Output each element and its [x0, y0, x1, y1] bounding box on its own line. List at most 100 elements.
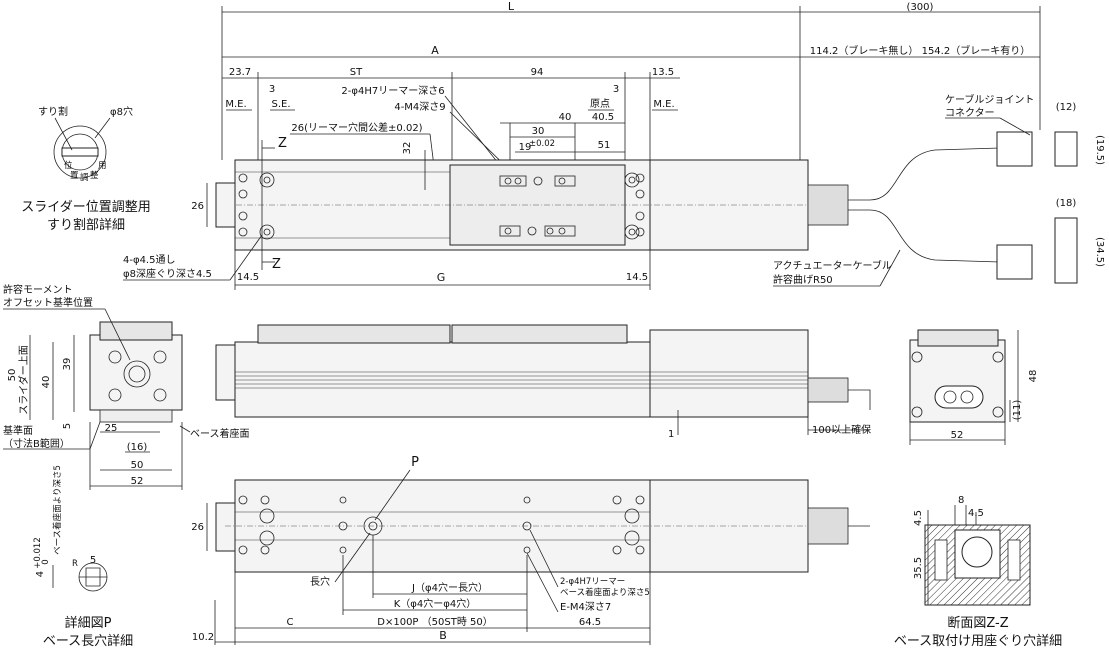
dim-12: (12) — [1056, 102, 1077, 113]
label-moment-2: オフセット基準位置 — [3, 296, 93, 309]
dim-A: A — [431, 44, 439, 57]
detail-p-title-1: 詳細図P — [65, 615, 112, 631]
dim-8: 8 — [958, 495, 964, 506]
slot-title-2: すり割部詳細 — [47, 217, 125, 233]
detail-p-title-2: ベース長穴詳細 — [43, 633, 133, 649]
dim-ST: ST — [350, 67, 363, 78]
label-P: P — [411, 455, 419, 470]
dim-52-left: 52 — [131, 476, 144, 487]
label-cable-joint-1: ケーブルジョイント — [945, 93, 1034, 106]
label-bottom-ream-2: ベース着座面より深さ5 — [560, 587, 650, 598]
dim-39: 39 — [62, 358, 73, 371]
dim-50-horizontal: 50 — [131, 460, 144, 471]
dim-19: 19 — [519, 142, 532, 153]
label-long-hole: 長穴 — [310, 575, 330, 588]
label-me-left: M.E. — [225, 99, 246, 110]
dim-30: 30 — [532, 126, 545, 137]
dim-3-right: 3 — [613, 84, 619, 95]
dim-brake: 114.2（ブレーキ無し） 154.2（ブレーキ有り） — [810, 44, 1030, 57]
dim-4-5-horizontal: 4.5 — [968, 508, 984, 519]
dim-14-5-left: 14.5 — [237, 272, 259, 283]
dim-J: J（φ4穴ー長穴） — [411, 581, 488, 594]
dim-40-vertical: 40 — [41, 376, 52, 389]
dim-16: (16) — [127, 442, 148, 453]
dim-DxP: D×100P （50ST時 50） — [377, 616, 492, 628]
label-actuator-cable-1: アクチュエーターケーブル — [773, 259, 892, 272]
dim-1: 1 — [668, 429, 674, 440]
dim-51: 51 — [598, 140, 611, 151]
dim-94: 94 — [531, 67, 544, 78]
detail-p-tol0: 0 — [41, 559, 51, 564]
dim-13-5: 13.5 — [652, 67, 674, 78]
dim-40-5: 40.5 — [592, 112, 614, 123]
dim-300: (300) — [907, 2, 934, 13]
cable-top — [807, 131, 1078, 284]
dim-4-5-vertical: 4.5 — [913, 510, 924, 526]
label-actuator-cable-2: 許容曲げR50 — [773, 273, 833, 286]
section-zz: 8 4.5 4.5 35.5 断面図Z-Z ベース取付け用座ぐり穴詳細 — [894, 495, 1062, 649]
dim-K: K（φ4穴ーφ4穴） — [394, 597, 476, 610]
label-moment-1: 許容モーメント — [3, 283, 73, 296]
label-me-right: M.E. — [653, 99, 674, 110]
dim-L: L — [508, 0, 515, 13]
detail-p-dim-4: 4 — [35, 571, 46, 577]
dim-100-min: 100以上確保 — [812, 423, 871, 436]
dim-14-5-right: 14.5 — [626, 272, 648, 283]
screw-holes-top — [238, 172, 645, 240]
side-view: 100以上確保 1 — [215, 324, 871, 440]
section-z-top: Z — [278, 136, 287, 151]
detail-p-tol: +0.012 — [33, 537, 43, 568]
dim-52-right: 52 — [951, 430, 964, 441]
bottom-view: P 26 長穴 J（φ4穴ー長穴） K（φ4穴ーφ4穴） 2-φ4H7リーマー … — [191, 455, 870, 645]
section-title-1: 断面図Z-Z — [947, 616, 1008, 631]
dim-34-5: (34.5) — [1094, 237, 1105, 267]
dim-50-vertical: 50 — [7, 369, 18, 382]
dim-64-5: 64.5 — [579, 617, 601, 628]
label-cable-joint-2: コネクター — [945, 107, 995, 119]
dim-48: 48 — [1028, 370, 1039, 383]
top-view: Z Z 26 32 4-φ4.5通し φ8深座ぐり深さ4.5 14.5 G 14… — [123, 93, 1105, 290]
label-hole-top: 2-φ4H7リーマー深さ6 — [341, 85, 444, 97]
detail-p-radius: R — [72, 559, 78, 569]
slot-title-1: スライダー位置調整用 — [21, 200, 150, 215]
label-k-chi: 置 — [70, 171, 79, 181]
label-k-cho: 調 — [80, 172, 89, 183]
label-m4-top: 4-M4深さ9 — [394, 101, 445, 113]
dim-32: 32 — [402, 142, 413, 155]
dim-18: (18) — [1056, 198, 1077, 209]
dim-26-left: 26 — [191, 201, 204, 212]
label-hole-4-5: 4-φ4.5通し — [123, 254, 175, 266]
end-view-left: 許容モーメント オフセット基準位置 50 スライダー上面 40 39 5 基準面… — [3, 283, 250, 490]
label-origin: 原点 — [590, 98, 610, 110]
label-base-ref-1: 基準面 — [3, 424, 33, 437]
dim-23-7: 23.7 — [229, 67, 251, 78]
label-base-face: ベース着座面 — [190, 427, 250, 440]
dim-35-5: 35.5 — [913, 557, 924, 579]
label-base-ref-2: （寸法B範囲） — [3, 437, 70, 450]
dim-3-left: 3 — [269, 84, 275, 95]
label-bottom-ream-1: 2-φ4H7リーマー — [560, 577, 625, 587]
label-se: S.E. — [271, 99, 290, 110]
dim-C: C — [287, 617, 294, 628]
dim-tol-002: ±0.02 — [529, 139, 555, 149]
dim-G: G — [437, 271, 446, 284]
dim-B: B — [439, 629, 447, 642]
dim-40: 40 — [559, 112, 572, 123]
dim-19-5: (19.5) — [1094, 135, 1105, 165]
label-hole-8: φ8穴 — [110, 105, 133, 118]
section-title-2: ベース取付け用座ぐり穴詳細 — [894, 633, 1062, 649]
detail-p: ベース着座面より深さ5 4 +0.012 0 5 R 詳細図P ベース長穴詳細 — [33, 465, 133, 649]
dim-5: 5 — [62, 423, 73, 429]
end-view-right: 48 (11) 52 — [909, 329, 1039, 445]
detail-p-5: 5 — [90, 555, 96, 566]
top-dimensions: L (300) A 114.2（ブレーキ無し） 154.2（ブレーキ有り） 23… — [221, 0, 1041, 216]
dim-25: 25 — [105, 423, 118, 434]
label-slider-top: スライダー上面 — [17, 345, 30, 415]
dim-11: (11) — [1012, 400, 1023, 421]
dim-10-2: 10.2 — [192, 632, 214, 643]
dim-26-bottom: 26 — [191, 522, 204, 533]
label-bottom-m4: E-M4深さ7 — [560, 601, 611, 613]
detail-p-depth: ベース着座面より深さ5 — [52, 465, 63, 555]
section-z-bottom: Z — [272, 257, 281, 272]
